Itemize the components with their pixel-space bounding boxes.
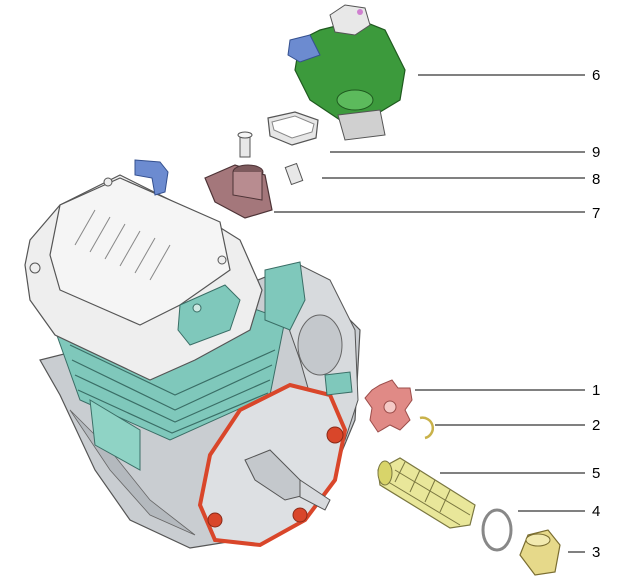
drain-cap: [519, 529, 561, 576]
callout-6: 6: [592, 67, 600, 84]
callout-labels: 6 9 8 7 1 2 5 4 3: [592, 67, 600, 561]
callout-7: 7: [592, 205, 600, 222]
callout-1: 1: [592, 382, 600, 399]
callout-9: 9: [592, 144, 600, 161]
leader-lines: [274, 74, 585, 553]
engine-assembly: [24, 159, 361, 549]
breather-tube: [134, 159, 169, 196]
callout-8: 8: [592, 171, 600, 188]
strainer-filter: [377, 457, 476, 529]
circlip: [419, 416, 434, 440]
o-ring: [481, 508, 513, 552]
callout-4: 4: [592, 503, 600, 520]
bolts: [237, 131, 304, 186]
callout-2: 2: [592, 417, 600, 434]
gear: [364, 379, 413, 433]
valve-cover: [49, 177, 231, 326]
clamp: [267, 111, 319, 146]
callout-3: 3: [592, 544, 600, 561]
callout-5: 5: [592, 465, 600, 482]
splined-shaft: [324, 371, 353, 396]
carburetor: [287, 4, 406, 141]
teal-bracket: [177, 284, 241, 346]
teal-side-cover: [264, 261, 306, 331]
intake-flange: [204, 164, 273, 219]
